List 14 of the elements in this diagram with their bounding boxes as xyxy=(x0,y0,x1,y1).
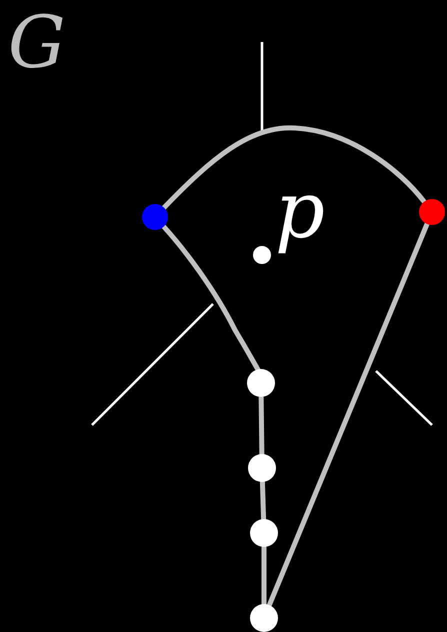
point-dot xyxy=(253,246,271,264)
vertex-dot xyxy=(142,204,168,230)
vertex-dot xyxy=(250,604,278,632)
curve-edge xyxy=(161,224,260,372)
vertex-dot xyxy=(250,519,278,547)
vertex-dot xyxy=(419,199,445,225)
vertex-dot xyxy=(248,454,276,482)
curve-edge xyxy=(258,394,264,456)
curve-edge xyxy=(262,544,266,606)
curve-edge xyxy=(266,222,430,608)
curve-edge xyxy=(162,126,427,210)
vertex-dot xyxy=(247,369,275,397)
graph-label: G xyxy=(8,6,66,78)
curve-edge xyxy=(260,480,266,522)
